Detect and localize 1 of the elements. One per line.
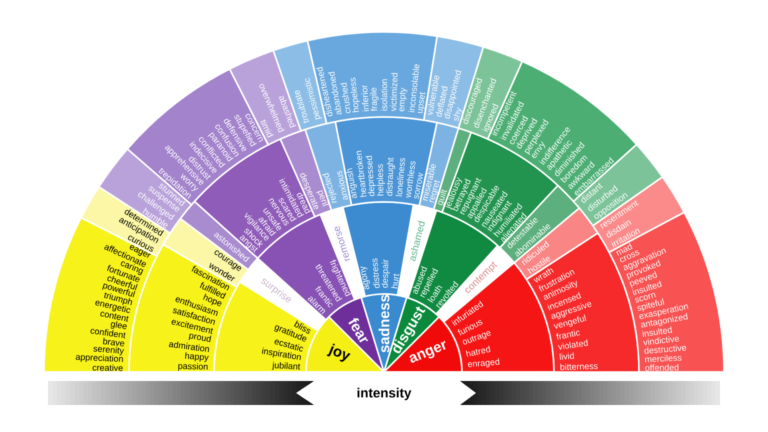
axis-label: intensity bbox=[358, 388, 412, 400]
